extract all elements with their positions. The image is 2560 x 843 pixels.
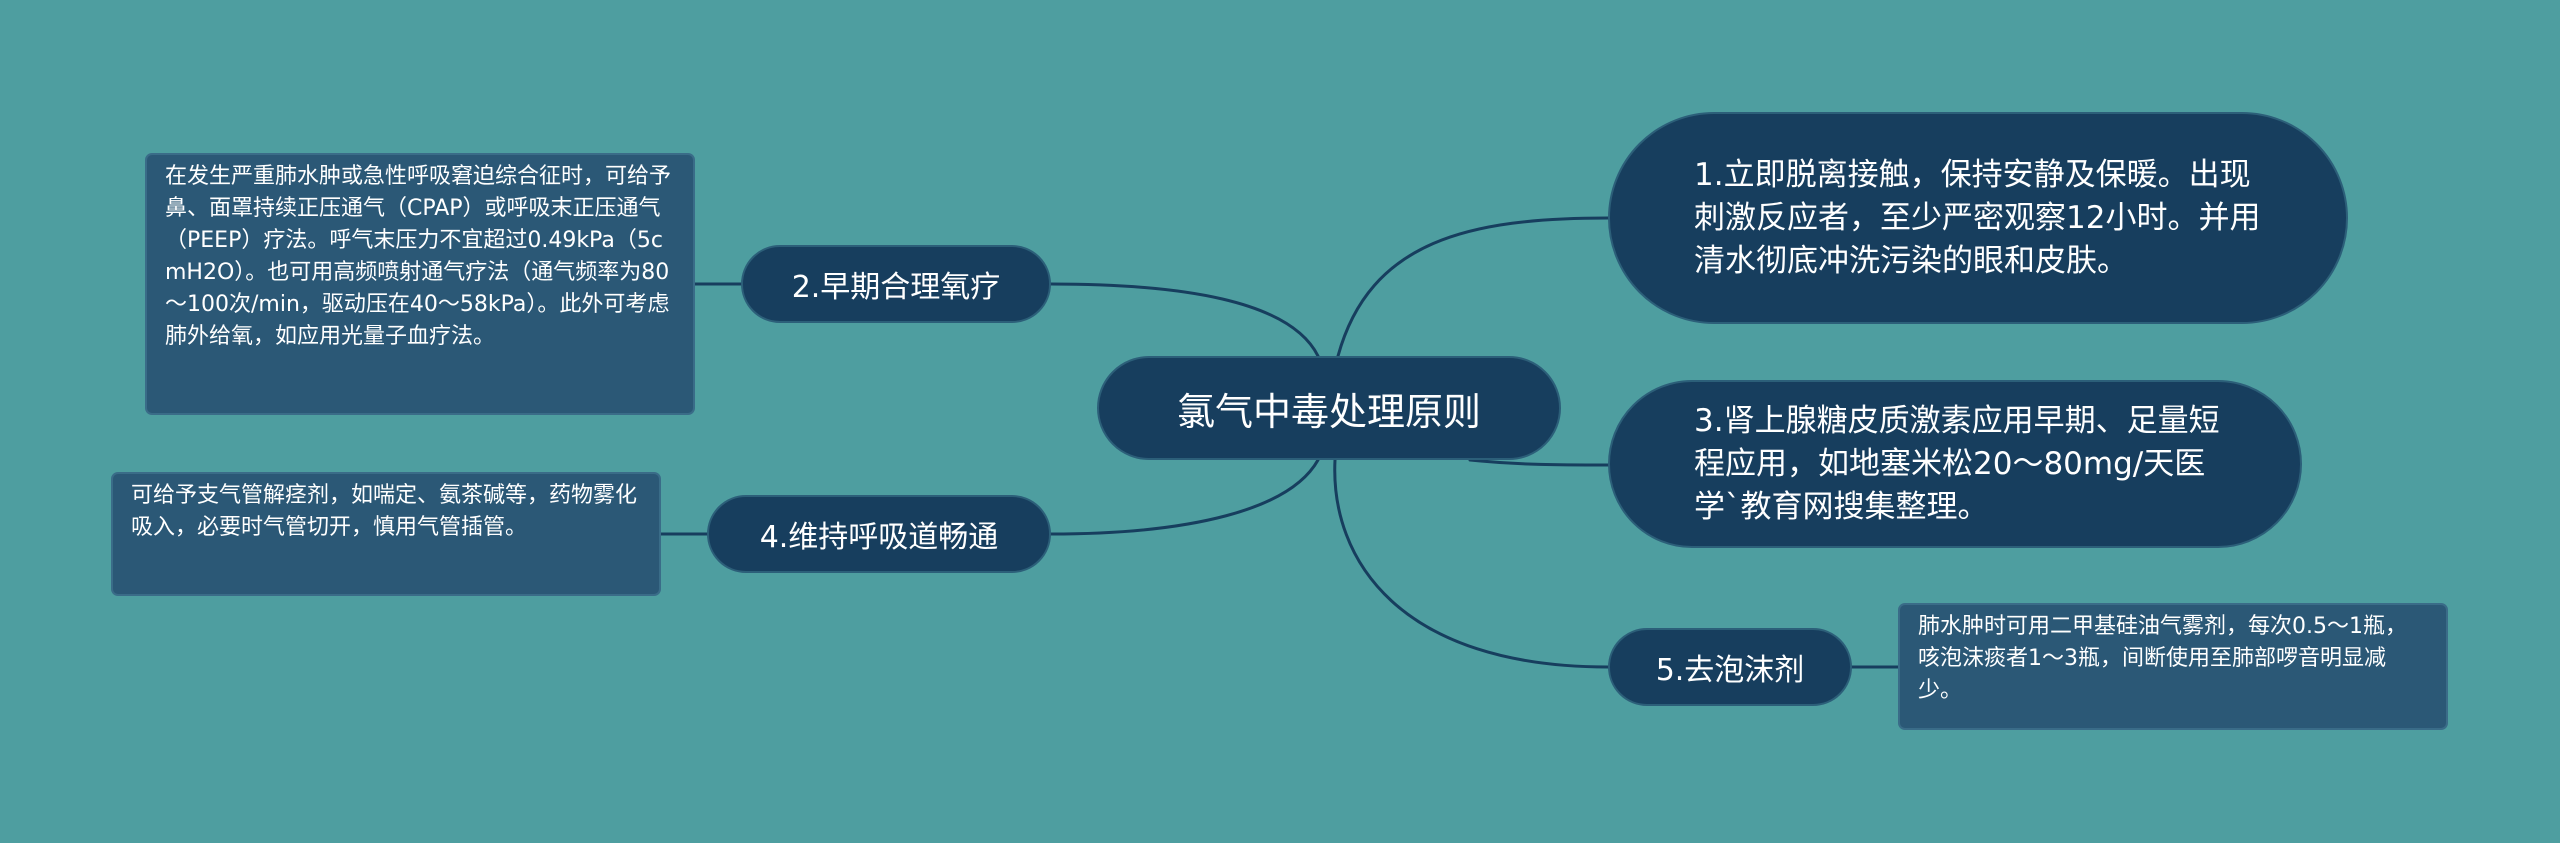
connector-root-to-branch-4 (1049, 458, 1320, 536)
central-topic[interactable]: 氯气中毒处理原则 (1097, 356, 1561, 460)
connector-root-to-branch-3 (1468, 458, 1610, 467)
note-branch-5[interactable]: 肺水肿时可用二甲基硅油气雾剂，每次0.5～1瓶，咳泡沫痰者1～3瓶，间断使用至肺… (1898, 603, 2448, 730)
central-topic-label: 氯气中毒处理原则 (1176, 389, 1481, 434)
branch-node-4[interactable]: 4.维持呼吸道畅通 (707, 495, 1051, 573)
branch-1-label: 1.立即脱离接触，保持安静及保暖。出现刺激反应者，至少严密观察12小时。并用清水… (1694, 156, 2261, 279)
note-branch-4[interactable]: 可给予支气管解痉剂，如喘定、氨茶碱等，药物雾化吸入，必要时气管切开，慎用气管插管… (111, 472, 661, 596)
branch-5-label: 5.去泡沫剂 (1655, 653, 1805, 688)
branch-node-2[interactable]: 2.早期合理氧疗 (741, 245, 1051, 323)
note-branch-2[interactable]: 在发生严重肺水肿或急性呼吸窘迫综合征时，可给予鼻、面罩持续正压通气（CPAP）或… (145, 153, 695, 415)
connector-root-to-branch-2 (1049, 282, 1320, 358)
branch-3-label: 3.肾上腺糖皮质激素应用早期、足量短程应用，如地塞米松20～80mg/天医学`教… (1694, 402, 2220, 525)
note-branch-5-text: 肺水肿时可用二甲基硅油气雾剂，每次0.5～1瓶，咳泡沫痰者1～3瓶，间断使用至肺… (1918, 614, 2407, 703)
branch-node-5[interactable]: 5.去泡沫剂 (1608, 628, 1852, 706)
branch-4-label: 4.维持呼吸道畅通 (759, 520, 999, 555)
branch-2-label: 2.早期合理氧疗 (791, 270, 1001, 305)
branch-node-3[interactable]: 3.肾上腺糖皮质激素应用早期、足量短程应用，如地塞米松20～80mg/天医学`教… (1608, 380, 2302, 548)
note-branch-2-text: 在发生严重肺水肿或急性呼吸窘迫综合征时，可给予鼻、面罩持续正压通气（CPAP）或… (165, 164, 672, 349)
branch-node-1[interactable]: 1.立即脱离接触，保持安静及保暖。出现刺激反应者，至少严密观察12小时。并用清水… (1608, 112, 2348, 324)
note-branch-4-text: 可给予支气管解痉剂，如喘定、氨茶碱等，药物雾化吸入，必要时气管切开，慎用气管插管… (131, 483, 638, 540)
connector-root-to-branch-1 (1336, 216, 1610, 358)
connector-root-to-branch-5 (1333, 458, 1610, 669)
